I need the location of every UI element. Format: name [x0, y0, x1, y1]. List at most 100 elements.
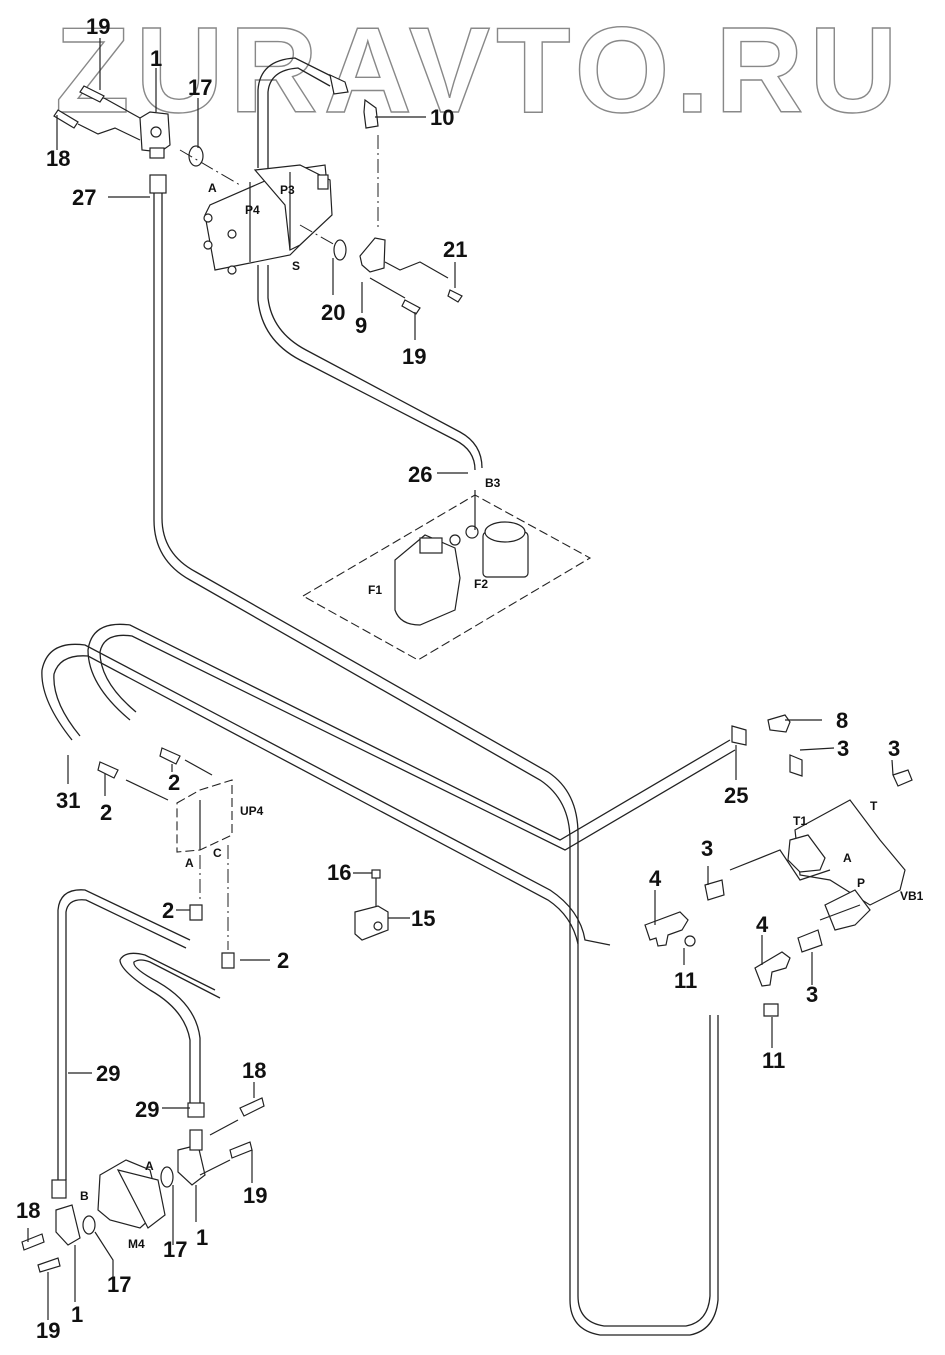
callout-20: 20: [321, 300, 345, 325]
hose-29a-inner: [65, 899, 187, 1180]
callout-19: 19: [402, 344, 426, 369]
callout-17: 17: [163, 1237, 187, 1262]
flange-1: [177, 1144, 206, 1186]
screw: [79, 85, 105, 103]
callout-10: 10: [430, 105, 454, 130]
screw: [37, 1257, 61, 1273]
port-label: T1: [793, 814, 807, 828]
port-label: P: [857, 876, 865, 890]
watermark: ZURAVTO.RU: [55, 2, 903, 138]
port-label: VB1: [900, 889, 924, 903]
callout-11: 11: [674, 968, 697, 993]
callout-1: 1: [150, 46, 162, 71]
screw: [229, 1141, 253, 1159]
hose-top: [257, 57, 336, 168]
hoses: [41, 57, 736, 1336]
callout-3: 3: [837, 736, 849, 761]
screw: [21, 1233, 45, 1251]
callout-15: 15: [411, 906, 435, 931]
callout-4: 4: [756, 912, 769, 937]
motor-m4: M4 A B: [21, 1097, 265, 1273]
callout-21: 21: [443, 237, 467, 262]
callout-19: 19: [86, 14, 110, 39]
callout-29: 29: [96, 1061, 120, 1086]
callouts: 19 1 17 18 27 10 21 20 9 19 26 8 3 3 25 …: [16, 14, 900, 1343]
hose-loop-upper: [87, 623, 731, 841]
port-label: F2: [474, 577, 488, 591]
valve-vb1: T1 T VB1 A P: [704, 714, 924, 953]
tees: [644, 911, 791, 1017]
hose-loop-upper-inner: [99, 634, 736, 851]
callout-17: 17: [107, 1272, 131, 1297]
callout-26: 26: [408, 462, 432, 487]
flange-top: [53, 85, 241, 194]
port-label: UP4: [240, 804, 264, 818]
o-ring: [188, 145, 204, 167]
port-label: P3: [280, 183, 295, 197]
callout-19: 19: [36, 1318, 60, 1343]
callout-3: 3: [701, 836, 713, 861]
hose-26: [257, 265, 476, 471]
hose-29b: [119, 952, 216, 1105]
hose-27-inner: [161, 190, 711, 1327]
o-ring: [160, 1166, 174, 1188]
port-label: A: [208, 181, 217, 195]
pump-assembly: A P3 P4 S: [203, 164, 333, 275]
o-ring: [82, 1215, 96, 1235]
hose-26-inner: [267, 265, 483, 469]
callout-17: 17: [188, 75, 212, 100]
callout-27: 27: [72, 185, 96, 210]
callout-11: 11: [762, 1048, 785, 1073]
callout-3: 3: [888, 736, 900, 761]
hose-top-inner: [267, 67, 331, 168]
filter-f1: [394, 534, 461, 626]
callout-29: 29: [135, 1097, 159, 1122]
port-label: M4: [128, 1237, 145, 1251]
flange-1: [55, 1204, 81, 1246]
callout-2: 2: [168, 770, 180, 795]
port-label: B3: [485, 476, 501, 490]
hose-31: [41, 643, 611, 946]
callout-4: 4: [649, 866, 662, 891]
callout-19: 19: [243, 1183, 267, 1208]
block-up4: UP4 A C: [97, 747, 264, 969]
fitting-25: [731, 725, 747, 746]
callout-1: 1: [196, 1225, 208, 1250]
fitting-9-10: [299, 73, 463, 315]
hose-29a: [57, 889, 191, 1180]
screw: [53, 109, 79, 129]
o-ring: [333, 239, 347, 261]
hose-27: [153, 190, 719, 1336]
clamp: [354, 869, 389, 941]
hose-31-inner: [53, 655, 579, 945]
callout-18: 18: [242, 1058, 266, 1083]
port-label: B: [80, 1189, 89, 1203]
fitting-8: [767, 714, 791, 733]
screw: [239, 1097, 265, 1117]
port-label: A: [185, 856, 194, 870]
callout-9: 9: [355, 313, 367, 338]
port-label: A: [145, 1159, 154, 1173]
callout-18: 18: [16, 1198, 40, 1223]
port-label: F1: [368, 583, 382, 597]
callout-25: 25: [724, 783, 748, 808]
callout-1: 1: [71, 1302, 83, 1327]
port-label: P4: [245, 203, 260, 217]
port-label: C: [213, 846, 222, 860]
port-label: S: [292, 259, 300, 273]
callout-2: 2: [277, 948, 289, 973]
callout-8: 8: [836, 708, 848, 733]
callout-18: 18: [46, 146, 70, 171]
callout-3: 3: [806, 982, 818, 1007]
fitting-27: [149, 174, 167, 194]
leader-lines: [27, 38, 894, 1320]
port-label: A: [843, 851, 852, 865]
callout-2: 2: [100, 800, 112, 825]
filter-plate: F1 F2 B3: [301, 476, 592, 661]
callout-16: 16: [327, 860, 351, 885]
port-label: T: [870, 799, 878, 813]
callout-2: 2: [162, 898, 174, 923]
hose-29b-inner: [133, 959, 221, 1105]
callout-31: 31: [56, 788, 80, 813]
